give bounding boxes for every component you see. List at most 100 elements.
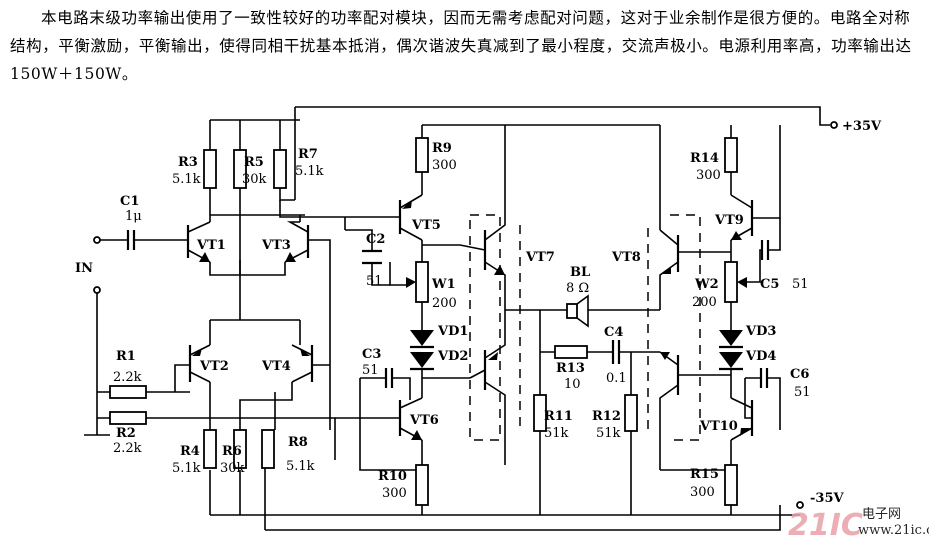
vt8-label: VT8 [611, 250, 641, 265]
speaker-body [566, 303, 578, 319]
resistor-r3 [203, 149, 217, 189]
c4-label: C4 [604, 325, 623, 340]
w2-value: 200 [692, 295, 717, 310]
c1-label: C1 [120, 194, 139, 209]
r9-value: 300 [432, 158, 457, 173]
input-section: IN C1 1μ R1 2.2k R2 2.2k [75, 194, 336, 460]
speaker-label: BL [570, 265, 590, 280]
input-differential-pair: R3 5.1k R5 30k R7 5.1k VT1 VT3 [172, 147, 331, 430]
r6-label: R6 [222, 444, 242, 459]
vt4-label: VT4 [261, 359, 291, 374]
diode-vd2 [410, 352, 434, 368]
r4-value: 5.1k [172, 461, 201, 476]
output-network: R11 51k BL 8 Ω R13 10 C4 0.1 R12 51k [533, 265, 660, 515]
r7-value: 5.1k [295, 164, 324, 179]
r11-label: R11 [544, 409, 573, 424]
vt5-label: VT5 [411, 218, 441, 233]
r15-value: 300 [690, 485, 715, 500]
r13-label: R13 [556, 361, 585, 376]
right-driver-stage: R14 300 VT9 W2 200 C5 51 VD3 VD4 C6 51 [660, 125, 811, 506]
potentiometer-w2 [724, 261, 738, 303]
vd2-label: VD2 [437, 349, 468, 364]
resistor-r9 [415, 137, 429, 173]
vt1-label: VT1 [196, 238, 226, 253]
r2-label: R2 [116, 426, 136, 441]
diode-vd1 [410, 330, 434, 346]
watermark-logo: 21IC [788, 508, 863, 543]
resistor-r1 [109, 385, 147, 399]
resistor-r13 [554, 345, 588, 359]
r4-label: R4 [180, 444, 200, 459]
r5-label: R5 [244, 155, 264, 170]
input-terminal-ground [93, 286, 101, 294]
r10-value: 300 [382, 486, 407, 501]
vt7-label: VT7 [525, 250, 555, 265]
watermark-21ic: 21IC 电子网 www.21ic.com [788, 507, 929, 543]
watermark-site: 电子网 [862, 507, 901, 522]
r8-value: 5.1k [286, 459, 315, 474]
c1-value: 1μ [125, 209, 142, 224]
potentiometer-w1 [415, 261, 429, 303]
r11-value: 51k [544, 426, 569, 441]
r7-label: R7 [298, 147, 318, 162]
r5-value: 30k [242, 172, 267, 187]
c5-label: C5 [760, 277, 779, 292]
vd3-label: VD3 [745, 324, 776, 339]
w1-value: 200 [432, 296, 457, 311]
vd1-label: VD1 [437, 324, 468, 339]
r8-label: R8 [288, 435, 308, 450]
positive-terminal [830, 121, 838, 129]
diode-vd3 [719, 330, 743, 346]
vt3-label: VT3 [261, 238, 291, 253]
r6-value: 30k [220, 461, 245, 476]
vt2-label: VT2 [199, 359, 229, 374]
r2-value: 2.2k [113, 441, 142, 456]
watermark-url: www.21ic.com [858, 523, 929, 538]
resistor-r4 [203, 429, 217, 469]
resistor-r6 [233, 429, 247, 469]
vd4-label: VD4 [745, 349, 776, 364]
r12-label: R12 [592, 409, 621, 424]
c6-label: C6 [790, 367, 809, 382]
r14-value: 300 [696, 168, 721, 183]
resistor-r8 [261, 429, 275, 469]
c2-label: C2 [366, 232, 385, 247]
r1-label: R1 [116, 349, 136, 364]
diode-vd4 [719, 352, 743, 368]
input-label: IN [75, 261, 93, 276]
r14-label: R14 [690, 151, 719, 166]
resistor-r12 [624, 394, 638, 432]
r10-label: R10 [378, 469, 407, 484]
r3-value: 5.1k [172, 172, 201, 187]
c3-label: C3 [362, 347, 381, 362]
vt6-label: VT6 [409, 413, 439, 428]
resistor-r14 [724, 137, 738, 173]
c2-value: 51 [366, 274, 383, 289]
c5-value: 51 [792, 277, 809, 292]
c6-value: 51 [794, 385, 811, 400]
resistor-r7 [273, 149, 287, 189]
r15-label: R15 [690, 467, 719, 482]
c4-value: 0.1 [606, 371, 627, 386]
r12-value: 51k [596, 426, 621, 441]
complementary-differential-pair: VT2 VT4 R4 5.1k R6 30k R8 5.1k [172, 319, 330, 476]
w2-label: W2 [694, 277, 719, 292]
resistor-r15 [724, 464, 738, 506]
w1-label: W1 [431, 277, 456, 292]
power-module-vt7: VT7 [459, 125, 570, 465]
r1-value: 2.2k [113, 370, 142, 385]
r3-label: R3 [178, 155, 198, 170]
left-driver-stage: R9 300 VT5 C2 51 W1 200 VD1 VD2 C3 51 [279, 137, 470, 506]
c3-value: 51 [362, 363, 379, 378]
power-module-vt8: VT8 [611, 214, 710, 470]
r13-value: 10 [564, 377, 581, 392]
vt9-label: VT9 [714, 213, 744, 228]
r9-label: R9 [432, 141, 452, 156]
positive-rail-label: +35V [842, 119, 882, 134]
input-terminal-signal [93, 236, 101, 244]
negative-rail-label: -35V [810, 491, 844, 506]
resistor-r10 [415, 464, 429, 506]
speaker-value: 8 Ω [566, 281, 589, 296]
negative-terminal [796, 501, 804, 509]
